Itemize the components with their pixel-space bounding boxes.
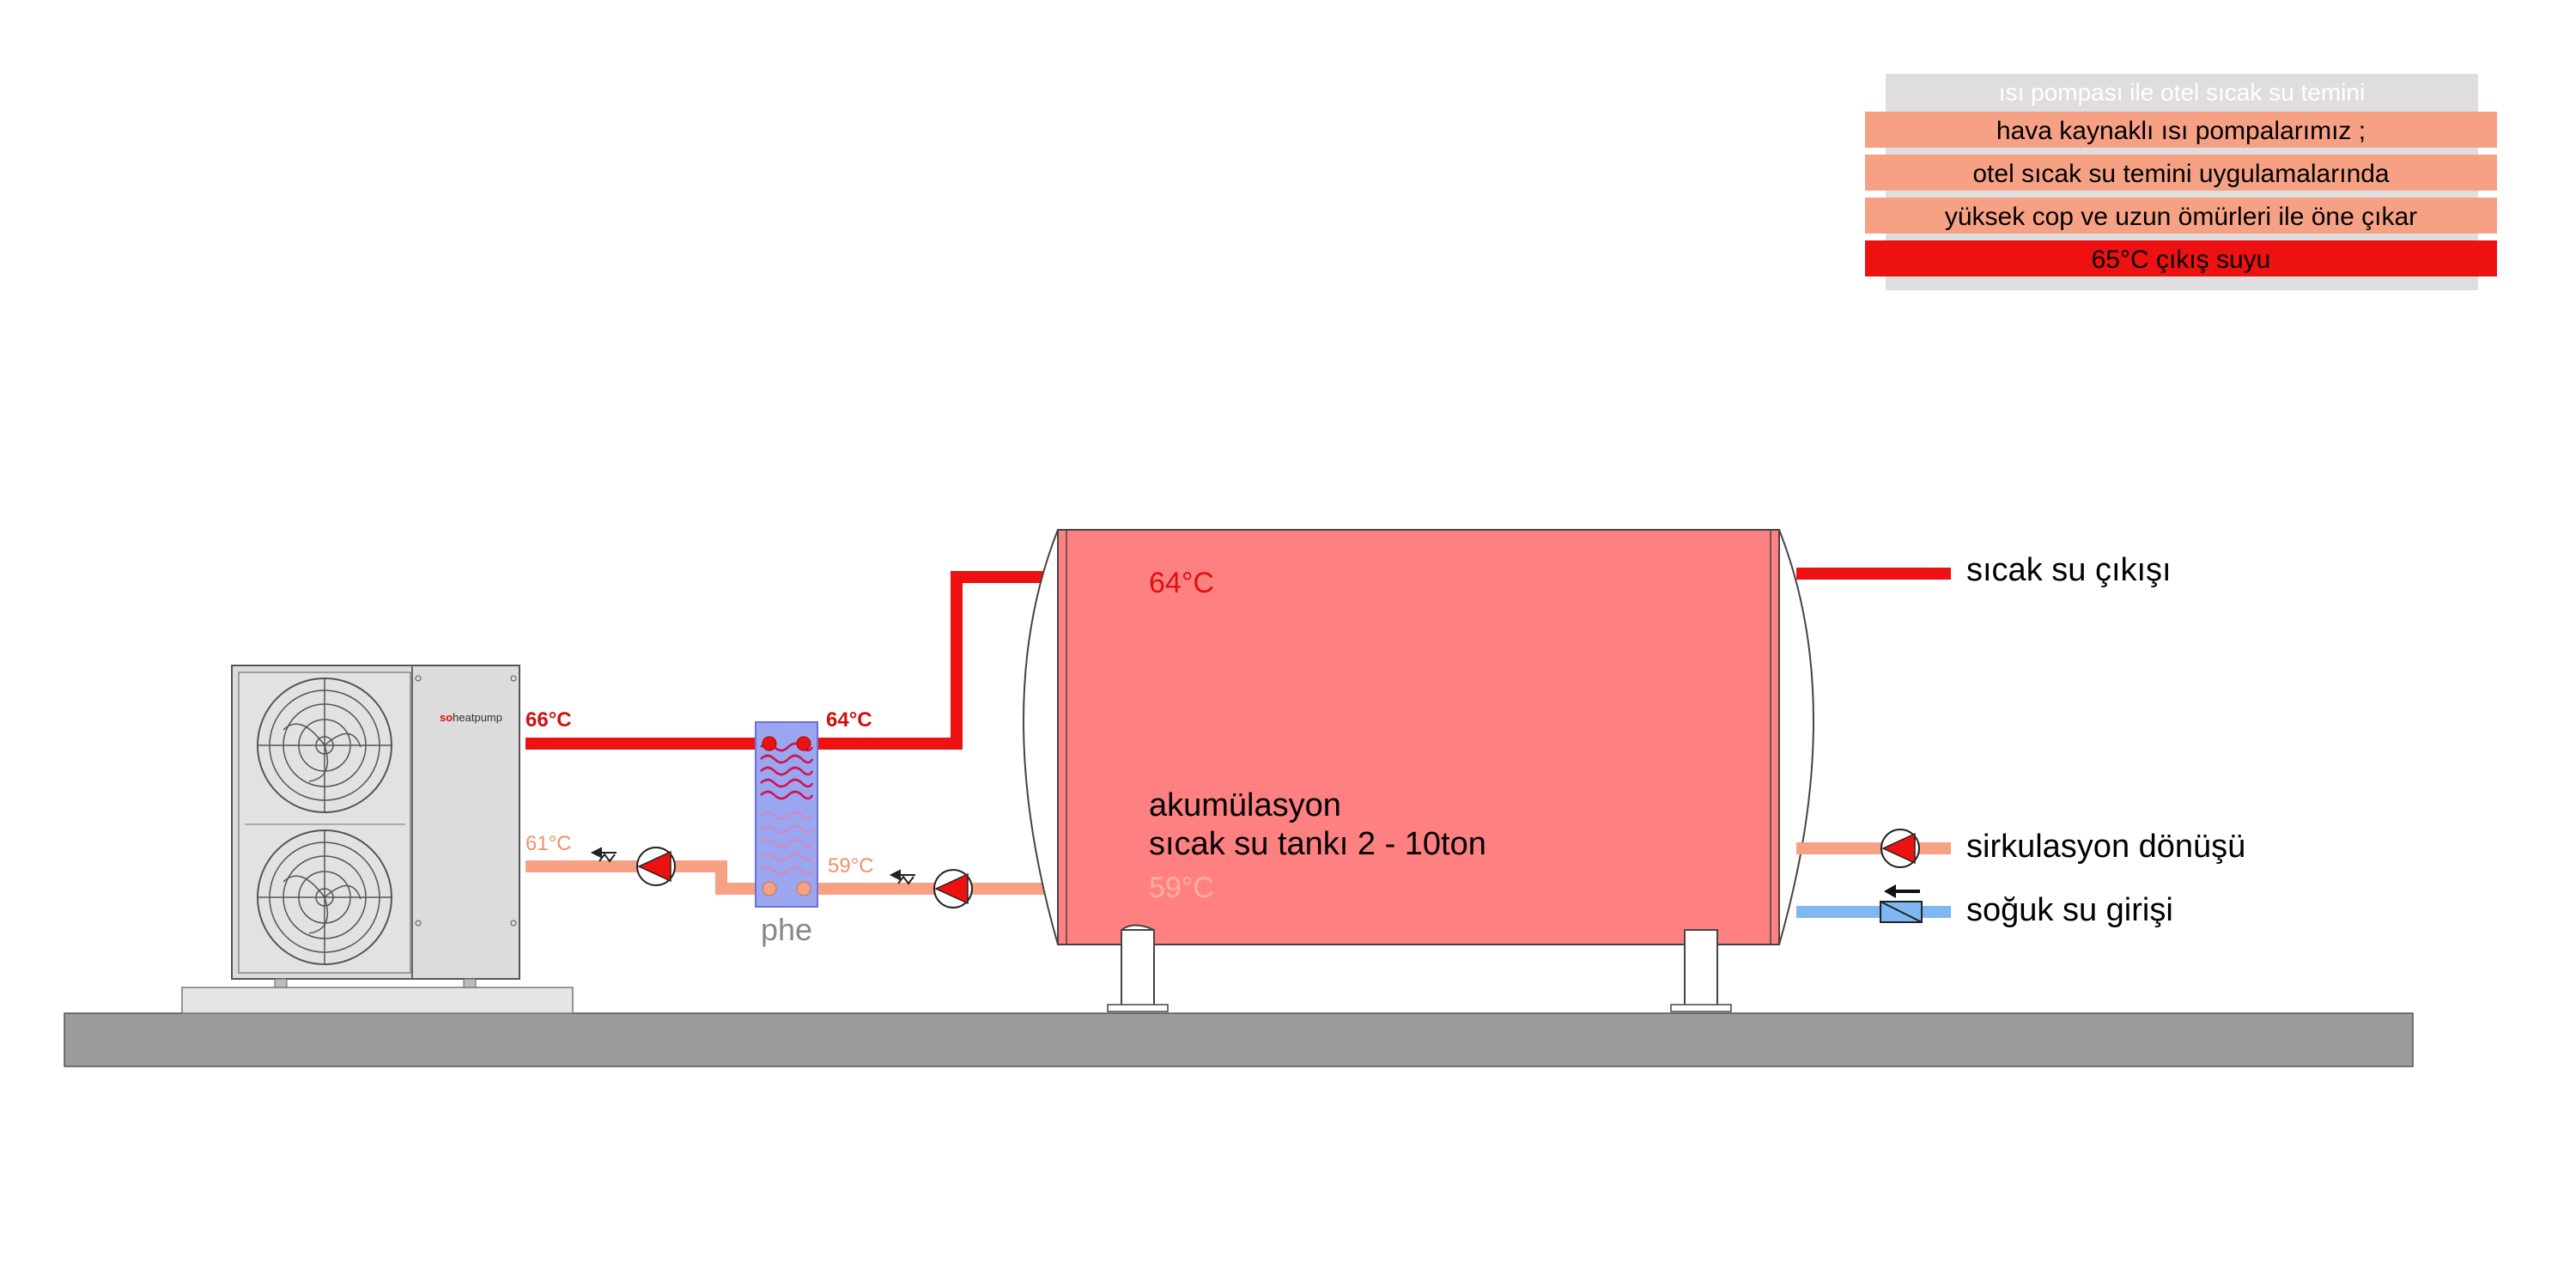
legend-line-1: hava kaynaklı ısı pompalarımız ; xyxy=(1996,117,2366,145)
screw-icon xyxy=(510,675,517,682)
legend-line-4: 65°C çıkış suyu xyxy=(2092,246,2271,274)
heat-pump-supply-temp: 66°C xyxy=(526,708,572,732)
phe-body xyxy=(755,721,818,908)
legend-title: ısı pompası ile otel sıcak su temini xyxy=(1999,79,2365,106)
circulation-return-label: sirkulasyon dönüşü xyxy=(1966,829,2245,865)
flow-arrow-icon xyxy=(889,869,915,885)
heat-pump-brand: soheatpump xyxy=(440,711,502,724)
tank-title-line-1: akumülasyon xyxy=(1149,787,1341,823)
tank-right-cap xyxy=(1778,529,1814,945)
legend-line-2: otel sıcak su temini uygulamalarında xyxy=(1972,160,2390,188)
tank-leg xyxy=(1684,929,1718,1011)
tank-top-temp: 64°C xyxy=(1149,567,1214,599)
brand-prefix: so xyxy=(440,711,453,724)
tank-left-cap xyxy=(1023,529,1059,945)
fan-icon-upper xyxy=(257,677,392,813)
cold-water-in-label: soğuk su girişi xyxy=(1966,892,2173,928)
legend-band-2 xyxy=(1865,155,2497,191)
legend-band-4 xyxy=(1865,240,2497,276)
tank-leg-plate xyxy=(1107,1004,1169,1012)
brand-name: heatpump xyxy=(453,711,502,724)
screw-icon xyxy=(510,920,517,927)
phe-label: phe xyxy=(761,912,812,947)
flow-arrow-icon xyxy=(1884,884,1920,898)
heat-pump-foot xyxy=(463,978,477,988)
tank-title-line-2: sıcak su tankı 2 - 10ton xyxy=(1149,826,1486,862)
hot-water-out-label: sıcak su çıkışı xyxy=(1966,552,2172,588)
phe-port xyxy=(762,736,777,751)
screw-icon xyxy=(415,920,422,927)
pump-icon-heat-pump-circuit xyxy=(636,847,676,886)
heat-pump-unit: soheatpump xyxy=(231,665,520,988)
phe-port xyxy=(796,881,811,896)
phe-in-temp: 59°C xyxy=(828,854,874,878)
legend-line-3: yüksek cop ve uzun ömürleri ile öne çıka… xyxy=(1945,203,2417,231)
check-valve-icon xyxy=(1880,901,1923,923)
storage-tank: 64°C 59°C akumülasyon sıcak su tankı 2 -… xyxy=(1023,529,1814,1012)
tank-leg xyxy=(1121,929,1155,1011)
phe-out-temp: 64°C xyxy=(826,708,872,732)
floor-slab xyxy=(64,1012,2414,1067)
tank-bottom-temp: 59°C xyxy=(1149,872,1214,904)
phe-port xyxy=(762,881,777,896)
heat-pump-base xyxy=(181,987,574,1014)
legend-box: ısı pompası ile otel sıcak su temini hav… xyxy=(1865,74,2497,290)
screw-icon xyxy=(415,675,422,682)
legend-band-1 xyxy=(1865,112,2497,148)
pump-icon-tank-circuit xyxy=(933,869,973,908)
phe-port xyxy=(796,736,811,751)
heat-pump-foot xyxy=(274,978,288,988)
fan-icon-lower xyxy=(257,829,392,965)
pump-icon-circulation xyxy=(1880,829,1920,868)
tank-body xyxy=(1057,529,1780,945)
legend-band-3 xyxy=(1865,197,2497,234)
tank-leg-plate xyxy=(1670,1004,1732,1012)
plate-heat-exchanger: phe xyxy=(755,721,818,947)
warm-return-pipe xyxy=(526,860,1139,895)
flow-arrow-icon xyxy=(590,847,617,863)
phe-warm-plates xyxy=(760,811,813,875)
heat-pump-return-temp: 61°C xyxy=(526,832,572,855)
